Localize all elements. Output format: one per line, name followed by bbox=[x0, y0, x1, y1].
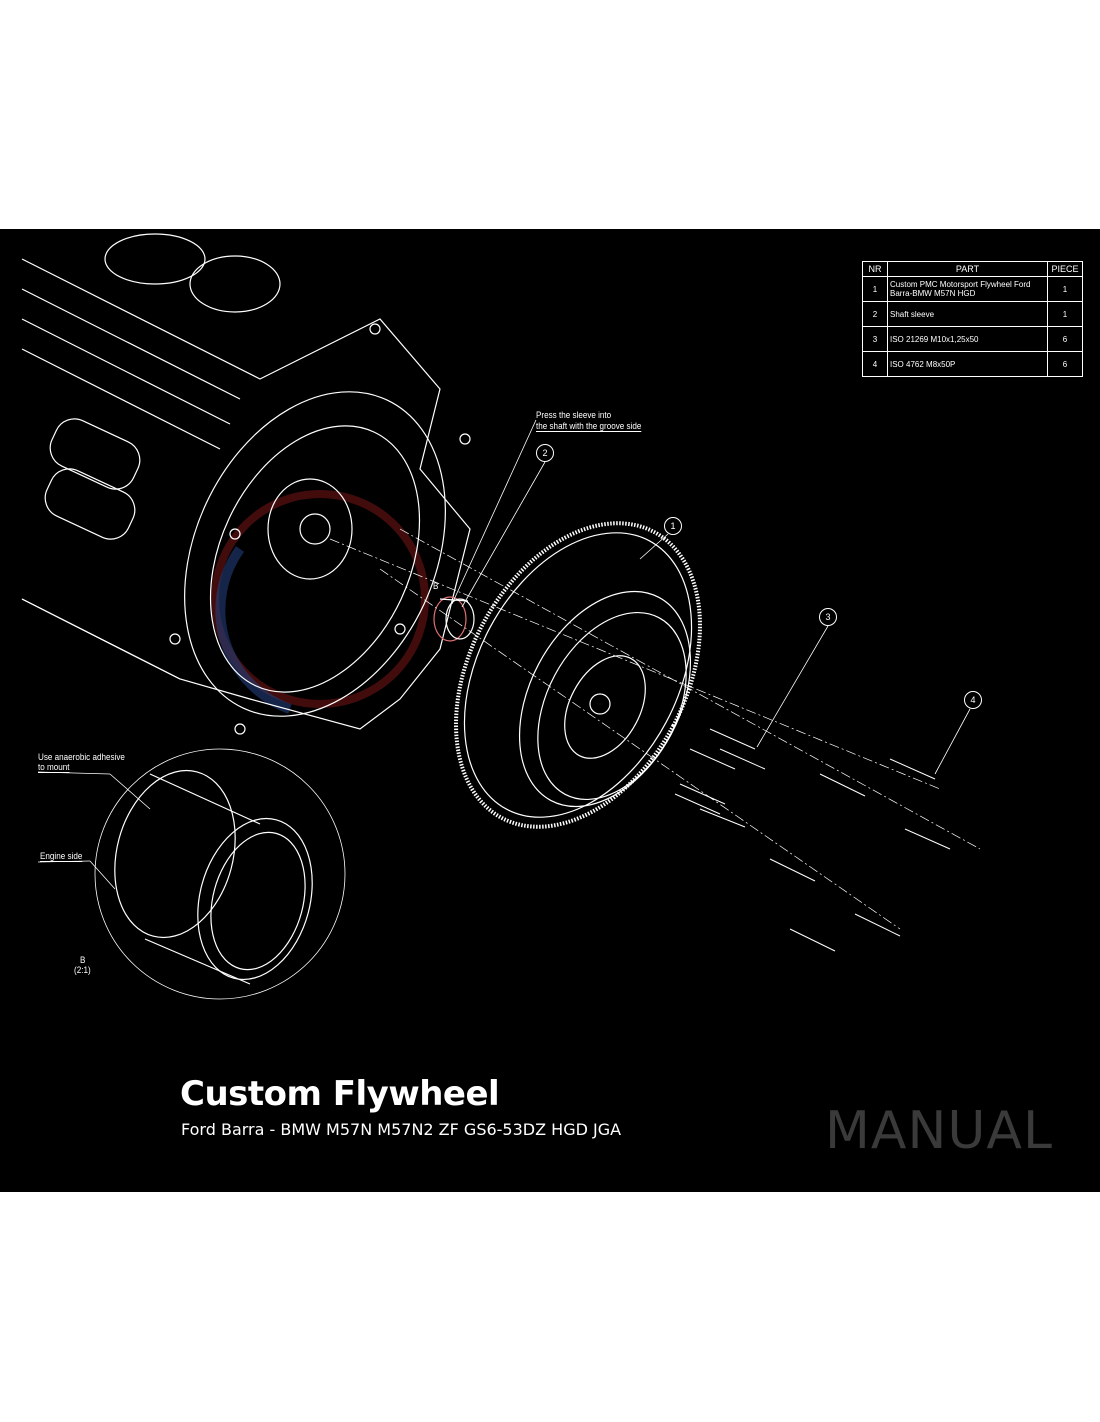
cell-part: Custom PMC Motorsport Flywheel Ford Barr… bbox=[887, 276, 1048, 302]
engine-side-note: Engine side bbox=[40, 851, 83, 862]
sleeve-note-line2: the shaft with the groove side bbox=[536, 421, 642, 432]
cell-nr: 2 bbox=[862, 301, 888, 327]
exploded-view-drawing bbox=[21, 233, 981, 1000]
page-subtitle: Ford Barra - BMW M57N M57N2 ZF GS6-53DZ … bbox=[181, 1120, 622, 1139]
centerlines bbox=[329, 528, 981, 930]
cell-piece: 1 bbox=[1047, 276, 1083, 302]
bill-of-materials-table: NR PART PIECE 1 Custom PMC Motorsport Fl… bbox=[862, 261, 1083, 377]
cell-nr: 3 bbox=[862, 326, 888, 352]
adhesive-note-line2: to mount bbox=[38, 762, 70, 773]
drawing-panel: Press the sleeve into the shaft with the… bbox=[0, 229, 1100, 1192]
cell-piece: 1 bbox=[1047, 301, 1083, 327]
table-row: 1 Custom PMC Motorsport Flywheel Ford Ba… bbox=[862, 276, 1083, 302]
balloon-3: 3 bbox=[819, 608, 837, 626]
page-title: Custom Flywheel bbox=[180, 1074, 500, 1114]
engine-block bbox=[21, 233, 471, 735]
cell-piece: 6 bbox=[1047, 351, 1083, 377]
header-nr: NR bbox=[862, 261, 888, 277]
table-row: 2 Shaft sleeve 1 bbox=[862, 301, 1083, 327]
flywheel bbox=[454, 521, 702, 829]
watermark-logo bbox=[211, 490, 429, 714]
leader-lines bbox=[37, 419, 971, 890]
balloon-4: 4 bbox=[964, 691, 982, 709]
table-header-row: NR PART PIECE bbox=[862, 261, 1083, 277]
cell-nr: 4 bbox=[862, 351, 888, 377]
header-piece: PIECE bbox=[1047, 261, 1083, 277]
detail-scale: (2:1) bbox=[74, 965, 91, 975]
table-row: 3 ISO 21269 M10x1,25x50 6 bbox=[862, 326, 1083, 352]
detail-label: B bbox=[80, 955, 86, 965]
bolts bbox=[674, 728, 951, 952]
cell-part: Shaft sleeve bbox=[887, 301, 1048, 327]
table-row: 4 ISO 4762 M8x50P 6 bbox=[862, 351, 1083, 377]
balloon-1: 1 bbox=[664, 517, 682, 535]
manual-label: MANUAL bbox=[825, 1101, 1053, 1161]
detail-reference: B bbox=[433, 581, 439, 591]
header-part: PART bbox=[887, 261, 1048, 277]
cell-part: ISO 21269 M10x1,25x50 bbox=[887, 326, 1048, 352]
cell-part: ISO 4762 M8x50P bbox=[887, 351, 1048, 377]
sleeve-note-line1: Press the sleeve into bbox=[536, 410, 612, 420]
shaft-sleeve bbox=[433, 596, 475, 642]
balloon-2: 2 bbox=[536, 444, 554, 462]
detail-view-b bbox=[94, 748, 346, 1000]
cell-nr: 1 bbox=[862, 276, 888, 302]
cell-piece: 6 bbox=[1047, 326, 1083, 352]
adhesive-note-line1: Use anaerobic adhesive bbox=[38, 752, 125, 762]
